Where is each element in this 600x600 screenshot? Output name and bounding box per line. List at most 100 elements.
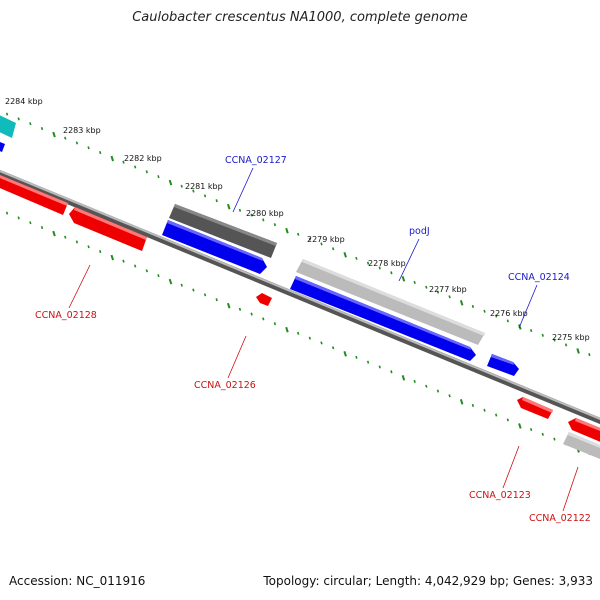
gene-podj[interactable] — [290, 276, 476, 361]
tick-label: 2281 kbp — [185, 182, 223, 191]
gene-label-leader — [398, 238, 420, 282]
tick-label: 2278 kbp — [368, 259, 406, 268]
tick-mark — [273, 223, 277, 227]
tick-label: 2282 kbp — [124, 154, 162, 163]
tick-mark — [75, 141, 79, 145]
tick-mark — [483, 309, 486, 313]
tick-mark — [366, 360, 370, 364]
tick-mark — [122, 160, 125, 164]
gene-ccna-02128-a[interactable] — [0, 173, 68, 215]
tick-mark — [529, 328, 533, 333]
gene-label[interactable]: CCNA_02124 — [508, 272, 570, 283]
topology-summary: Topology: circular; Length: 4,042,929 bp… — [263, 574, 593, 588]
tick-mark — [588, 353, 591, 357]
tick-mark — [87, 245, 90, 249]
tick-mark — [168, 179, 173, 186]
gene-label-leader — [232, 167, 254, 213]
tick-mark — [99, 151, 102, 155]
tick-mark — [180, 184, 183, 188]
tick-mark — [366, 261, 370, 265]
tick-mark — [529, 427, 533, 432]
tick-mark — [378, 365, 381, 369]
tick-mark — [250, 213, 253, 217]
tick-mark — [553, 437, 556, 441]
tick-mark — [226, 302, 231, 309]
tick-mark — [215, 199, 218, 203]
tick-mark — [75, 240, 79, 244]
tick-labels: 2284 kbp 2283 kbp 2282 kbp 2281 kbp 2280 kbp… — [5, 97, 590, 342]
map-title: Caulobacter crescentus NA1000, complete … — [132, 10, 468, 25]
tick-mark — [226, 203, 231, 210]
tick-mark — [297, 331, 300, 335]
tick-label: 2275 kbp — [552, 333, 590, 342]
tick-mark — [262, 317, 265, 321]
gene-ccna-02122[interactable] — [568, 418, 600, 446]
tick-mark — [390, 271, 393, 275]
tick-mark — [238, 307, 242, 311]
gene-label-leader — [227, 335, 247, 379]
tick-mark — [110, 254, 115, 261]
tick-mark — [448, 394, 451, 398]
tick-mark — [425, 384, 428, 388]
tick-mark — [459, 399, 464, 405]
tick-mark — [99, 250, 102, 254]
gene-label[interactable]: CCNA_02126 — [194, 380, 256, 391]
tick-mark — [29, 122, 32, 126]
tick-mark — [122, 259, 125, 263]
tick-mark — [343, 251, 347, 258]
tick-mark — [355, 355, 358, 359]
rna-feature-light-2[interactable] — [563, 432, 600, 463]
gene-ccna-02127[interactable] — [162, 220, 267, 274]
tick-label: 2280 kbp — [246, 209, 284, 218]
tick-label: 2283 kbp — [63, 126, 101, 135]
tick-mark — [168, 278, 173, 285]
tick-mark — [133, 165, 137, 169]
tick-mark — [297, 232, 300, 236]
gene-label-leader — [502, 445, 520, 489]
gene-label[interactable]: CCNA_02128 — [35, 310, 97, 321]
tick-mark — [40, 126, 44, 131]
tick-mark — [425, 285, 428, 289]
tick-mark — [320, 341, 323, 345]
gene-label[interactable]: CCNA_02123 — [469, 490, 531, 501]
tick-label: 2284 kbp — [5, 97, 43, 106]
tick-mark — [518, 423, 522, 429]
tick-mark — [308, 336, 312, 340]
tick-mark — [576, 348, 580, 354]
tick-mark — [413, 280, 416, 284]
tick-mark — [401, 276, 406, 282]
tick-mark — [471, 304, 475, 308]
gene-ccna-02126[interactable] — [256, 293, 272, 306]
tick-mark — [64, 235, 67, 239]
tick-mark — [5, 211, 9, 215]
gene-label[interactable]: CCNA_02122 — [529, 513, 591, 524]
tick-label: 2277 kbp — [429, 285, 467, 294]
tick-mark — [157, 175, 160, 179]
feature-other-1[interactable] — [0, 113, 16, 138]
tick-mark — [29, 221, 32, 225]
gene-ccna-02128-b[interactable] — [69, 207, 147, 251]
tick-mark — [320, 242, 323, 246]
gene-label-leader — [562, 466, 579, 512]
tick-mark — [238, 208, 242, 212]
genome-backbone — [0, 169, 600, 425]
gene-ccna-02124[interactable] — [487, 354, 519, 376]
tick-mark — [203, 293, 207, 297]
tick-mark — [52, 131, 56, 138]
tick-mark — [5, 112, 9, 116]
tick-mark — [87, 146, 90, 150]
rna-feature-light-1[interactable] — [296, 259, 485, 345]
gene-label[interactable]: CCNA_02127 — [225, 155, 287, 166]
gene-label[interactable]: podJ — [409, 226, 430, 237]
tick-mark — [273, 322, 277, 326]
tick-mark — [262, 218, 265, 222]
tick-mark — [541, 333, 544, 337]
rna-feature-dark[interactable] — [169, 204, 277, 258]
tick-mark — [355, 256, 358, 260]
gene-forward-1[interactable] — [0, 140, 5, 152]
tick-mark — [215, 298, 218, 302]
gene-ccna-02123[interactable] — [517, 397, 553, 419]
tick-mark — [145, 269, 148, 273]
tick-mark — [52, 230, 56, 237]
